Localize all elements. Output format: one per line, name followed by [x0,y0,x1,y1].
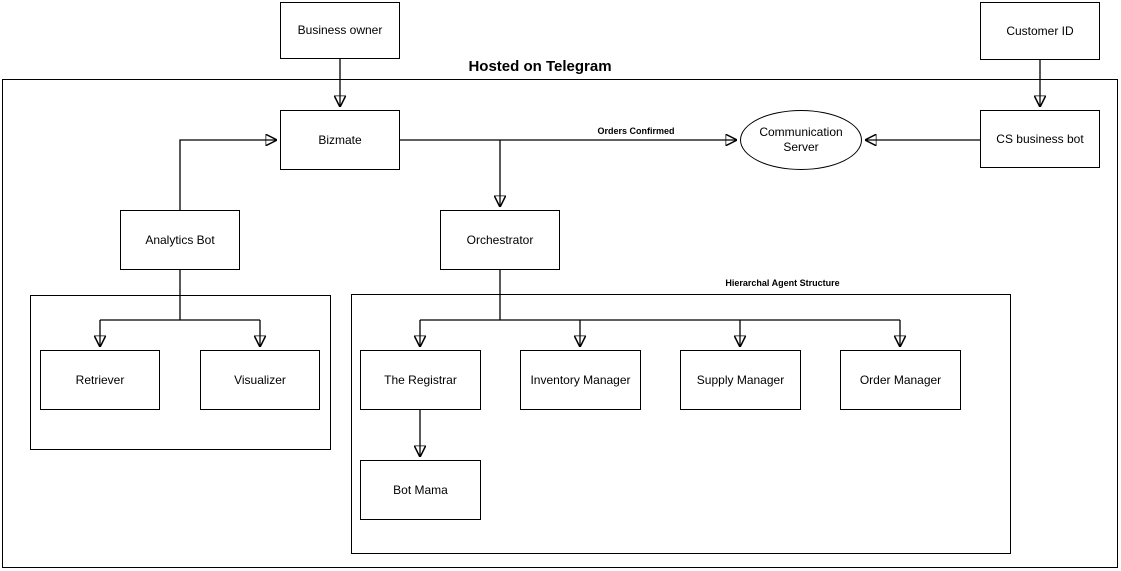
node-visualizer: Visualizer [200,350,320,410]
node-inventory-manager: Inventory Manager [520,350,641,410]
node-bot-mama: Bot Mama [360,460,481,520]
node-customer-id: Customer ID [980,2,1100,60]
node-communication-server: Communication Server [740,110,862,170]
orders-confirmed-label: Orders Confirmed [586,126,686,136]
node-cs-business-bot: CS business bot [980,110,1100,168]
node-business-owner: Business owner [280,2,400,59]
agent-structure-container [351,294,1011,554]
edge-analytics-bot-to-bizmate [179,140,276,210]
node-analytics-bot: Analytics Bot [120,210,240,270]
telegram-container [2,79,1118,568]
node-retriever: Retriever [40,350,160,410]
node-bizmate: Bizmate [280,110,400,170]
node-orchestrator: Orchestrator [440,210,560,270]
agent-structure-label: Hierarchal Agent Structure [720,278,845,288]
node-supply-manager: Supply Manager [680,350,801,410]
diagram-title: Hosted on Telegram [468,58,612,75]
node-the-registrar: The Registrar [360,350,481,410]
node-order-manager: Order Manager [840,350,961,410]
